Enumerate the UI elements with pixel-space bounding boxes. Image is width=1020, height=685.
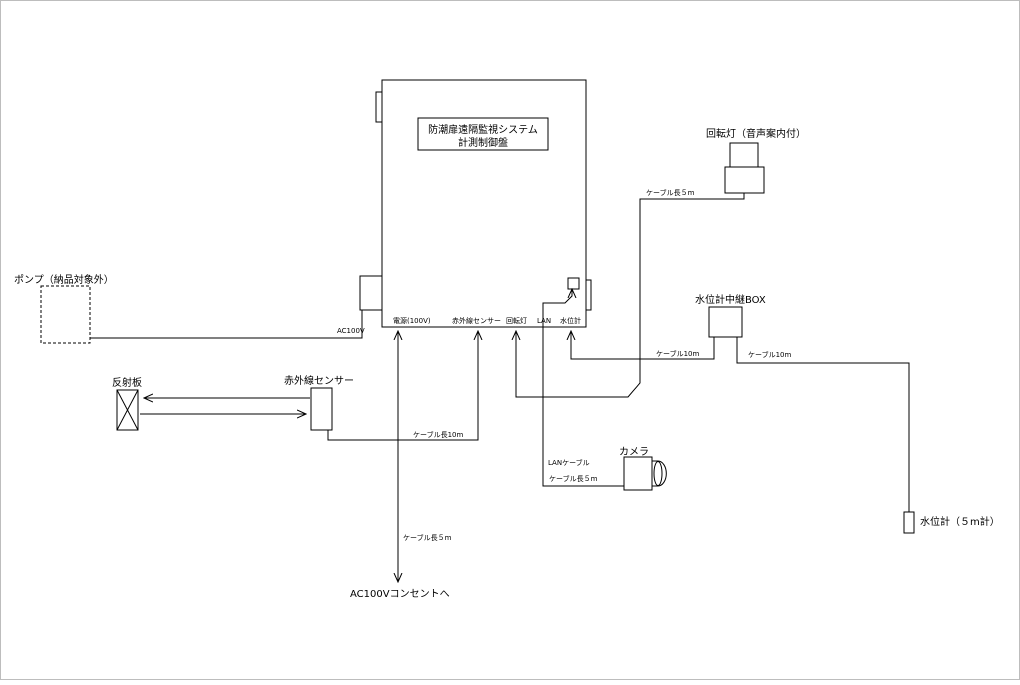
relay-to-panel-line [571,331,715,360]
lamp-cable-line [516,193,745,398]
reflector-label: 反射板 [112,376,142,389]
relay-to-gauge-line [736,337,910,512]
relay-box: 水位計中継BOX [695,293,766,338]
pump: ポンプ（納品対象外） AC100V [14,273,365,344]
port-label-lamp: 回転灯 [506,316,527,325]
ir-sensor-label: 赤外線センサー [284,374,354,387]
reflector: 反射板 [112,376,142,431]
outlet-label: AC100Vコンセントへ [350,588,450,600]
relay-to-gauge-label: ケーブル10m [748,350,791,359]
panel-title-line2: 計測制御盤 [458,136,508,149]
pump-box [40,285,91,344]
water-gauge-label: 水位計（５m計） [920,515,1000,528]
port-label-level: 水位計 [560,316,581,325]
lan-cable-line [542,289,624,487]
relay-box-body [708,306,743,338]
pump-label: ポンプ（納品対象外） [14,273,114,286]
lamp-label: 回転灯（音声案内付） [706,127,806,140]
panel-body [381,79,587,328]
ir-sensor-box [310,387,333,431]
panel-side-box [359,275,383,311]
panel-title-line1: 防潮扉遠隔監視システム [428,123,538,136]
ac100v-line [90,310,363,339]
water-gauge-body [903,511,915,534]
ir-cable-line [327,331,478,441]
panel-lan-port [567,277,580,290]
ac100v-label: AC100V [337,327,365,335]
camera-label: カメラ [619,446,649,458]
camera-lens [653,461,663,486]
port-label-ir: 赤外線センサー [452,316,501,325]
panel-nameplate [417,117,549,151]
control-panel: 防潮扉遠隔監視システム 計測制御盤 電源(100V) 赤外線センサー 回転灯 L… [359,79,592,328]
port-label-lan: LAN [537,317,551,325]
camera-body [623,456,653,491]
camera: カメラ [619,446,667,491]
lamp-base [724,166,765,194]
lamp-top [729,142,759,168]
lan-cable-label: LANケーブル [548,458,590,467]
lamp-cable-label: ケーブル長５m [646,188,695,197]
power-cable-label: ケーブル長５m [403,533,452,542]
panel-hinge-top [375,91,383,123]
ir-sensor: 赤外線センサー [284,374,354,431]
rotating-lamp: 回転灯（音声案内付） [706,127,806,194]
port-label-power: 電源(100V) [393,316,431,325]
camera-cable-label: ケーブル長５m [549,474,598,483]
relay-box-label: 水位計中継BOX [695,293,766,306]
panel-hinge-right [585,279,592,311]
water-gauge: 水位計（５m計） [903,511,1000,534]
ir-cable-label: ケーブル長10m [413,430,463,439]
relay-to-panel-label: ケーブル10m [656,349,699,358]
